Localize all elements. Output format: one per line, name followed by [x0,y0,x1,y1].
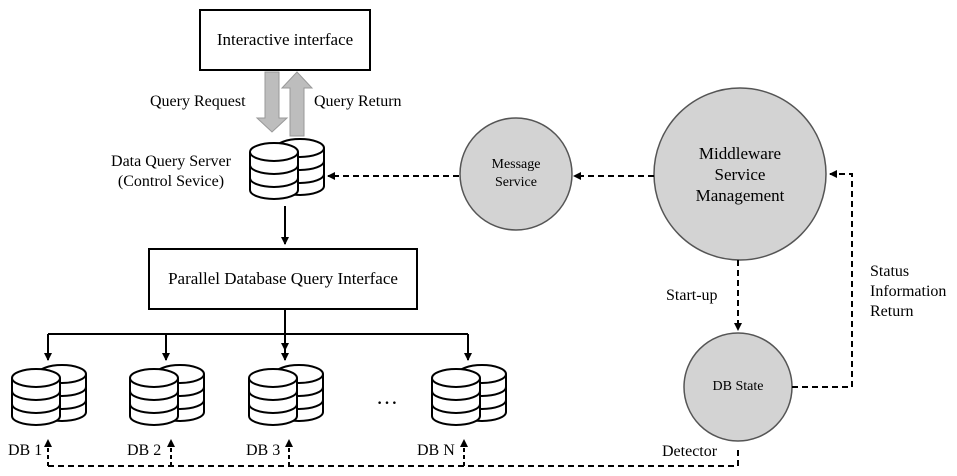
db2-label: DB 2 [127,442,162,459]
parallel-query-interface-label: Parallel Database Query Interface [168,269,398,288]
detector-label: Detector [662,443,718,460]
dbn-icon [432,365,506,425]
server-label-line1: Data Query Server [111,153,231,170]
detector-line [48,448,739,467]
status-info-return-label: Status Information Return [870,262,946,322]
db1-label: DB 1 [8,442,43,459]
interactive-interface-label: Interactive interface [216,30,354,49]
status-return-arrow [792,170,853,388]
db-state-text: DB State [684,333,792,441]
db1-icon [12,365,86,425]
interactive-interface-box: Interactive interface [199,9,371,71]
message-service-node [459,117,573,231]
status-label-line2: Information [870,283,947,300]
message-service-line1: Message [491,157,541,172]
query-return-arrow [280,71,314,137]
server-label: Data Query Server (Control Sevice) [100,152,242,192]
db-ellipsis: … [376,384,398,409]
query-request-label: Query Request [150,93,246,110]
parallel-query-interface-box: Parallel Database Query Interface [148,248,418,310]
middleware-line2: Service [714,164,766,184]
middleware-line3: Management [695,185,785,205]
message-service-line2: Service [495,175,537,190]
db2-icon [130,365,204,425]
startup-label: Start-up [666,287,718,304]
middleware-node [653,87,827,261]
status-label-line3: Return [870,303,914,320]
middleware-line1: Middleware [698,143,782,163]
query-request-arrow [255,71,289,133]
dbn-label: DB N [417,442,455,459]
db3-label: DB 3 [246,442,281,459]
server-label-line2: (Control Sevice) [117,173,225,190]
message-service-text: Message Service [460,118,572,230]
middleware-text: Middleware Service Management [654,88,826,260]
status-label-line1: Status [870,263,910,280]
db-state-label: DB State [712,379,764,394]
db3-icon [249,365,323,425]
query-return-label: Query Return [314,93,402,110]
data-query-server-icon [250,139,324,199]
